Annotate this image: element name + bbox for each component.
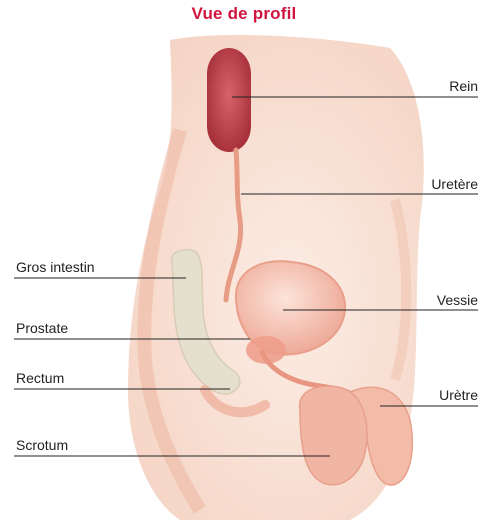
- scrotum-shape: [300, 386, 367, 485]
- label-uretre: Urètre: [439, 387, 478, 403]
- label-prostate: Prostate: [16, 320, 68, 336]
- label-rein: Rein: [449, 78, 478, 94]
- label-gros-intestin: Gros intestin: [16, 259, 95, 275]
- label-rectum: Rectum: [16, 370, 64, 386]
- label-uretere: Uretère: [431, 176, 478, 192]
- label-vessie: Vessie: [437, 292, 478, 308]
- kidney-shape: [207, 48, 251, 152]
- label-scrotum: Scrotum: [16, 437, 68, 453]
